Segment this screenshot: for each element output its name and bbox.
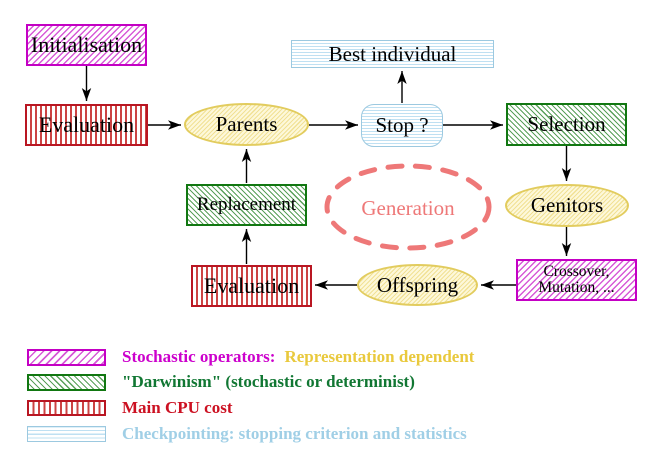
node-offspring: Offspring xyxy=(357,264,478,306)
legend-swatch-green-hatch xyxy=(27,373,106,391)
legend-swatch-magenta-hatch xyxy=(27,348,106,366)
node-parents-label: Parents xyxy=(215,112,278,137)
legend-row-stochastic-operators: Stochastic operators: Representation dep… xyxy=(27,347,474,367)
legend-swatch-red-stripes xyxy=(27,400,106,416)
legend-row-checkpointing: Checkpointing: stopping criterion and st… xyxy=(27,424,467,444)
node-genitors-label: Genitors xyxy=(530,193,604,218)
node-generation-label: Generation xyxy=(361,195,455,220)
legend-row-darwinism: "Darwinism" (stochastic or determinist) xyxy=(27,372,415,392)
node-crossover-mutation: Crossover, Mutation, ... xyxy=(516,259,637,301)
node-evaluation-bottom-label: Evaluation xyxy=(203,273,300,299)
legend-label-stochastic-operators: Stochastic operators: xyxy=(122,347,276,366)
node-evaluation-top-label: Evaluation xyxy=(38,112,135,138)
legend-label-main-cpu-cost: Main CPU cost xyxy=(122,398,233,417)
node-genitors: Genitors xyxy=(505,184,629,227)
legend-label-representation-dependent: Representation dependent xyxy=(284,347,475,366)
node-replacement-label: Replacement xyxy=(196,194,297,216)
node-offspring-label: Offspring xyxy=(376,272,459,297)
generation-dashed-ellipse xyxy=(324,163,492,251)
node-initialisation: Initialisation xyxy=(26,24,147,66)
node-evaluation-bottom: Evaluation xyxy=(191,265,312,307)
node-selection-label: Selection xyxy=(527,112,606,137)
node-best-individual-label: Best individual xyxy=(328,41,457,66)
legend-swatch-cyan-stripes xyxy=(27,426,106,442)
node-crossover-line2: Mutation, ... xyxy=(538,279,615,296)
node-evaluation-top: Evaluation xyxy=(25,104,148,146)
node-replacement: Replacement xyxy=(186,184,307,226)
node-selection: Selection xyxy=(506,103,627,146)
node-crossover-line1: Crossover, xyxy=(543,262,610,280)
legend-row-main-cpu-cost: Main CPU cost xyxy=(27,398,232,418)
node-stop: Stop ? xyxy=(361,104,443,147)
legend-label-darwinism: "Darwinism" (stochastic or determinist) xyxy=(122,372,415,391)
legend-label-checkpointing: Checkpointing: stopping criterion and st… xyxy=(122,424,467,443)
node-best-individual: Best individual xyxy=(291,40,494,68)
node-generation: Generation xyxy=(328,188,488,228)
node-stop-label: Stop ? xyxy=(375,113,429,138)
node-parents: Parents xyxy=(184,103,309,146)
node-initialisation-label: Initialisation xyxy=(30,32,143,58)
